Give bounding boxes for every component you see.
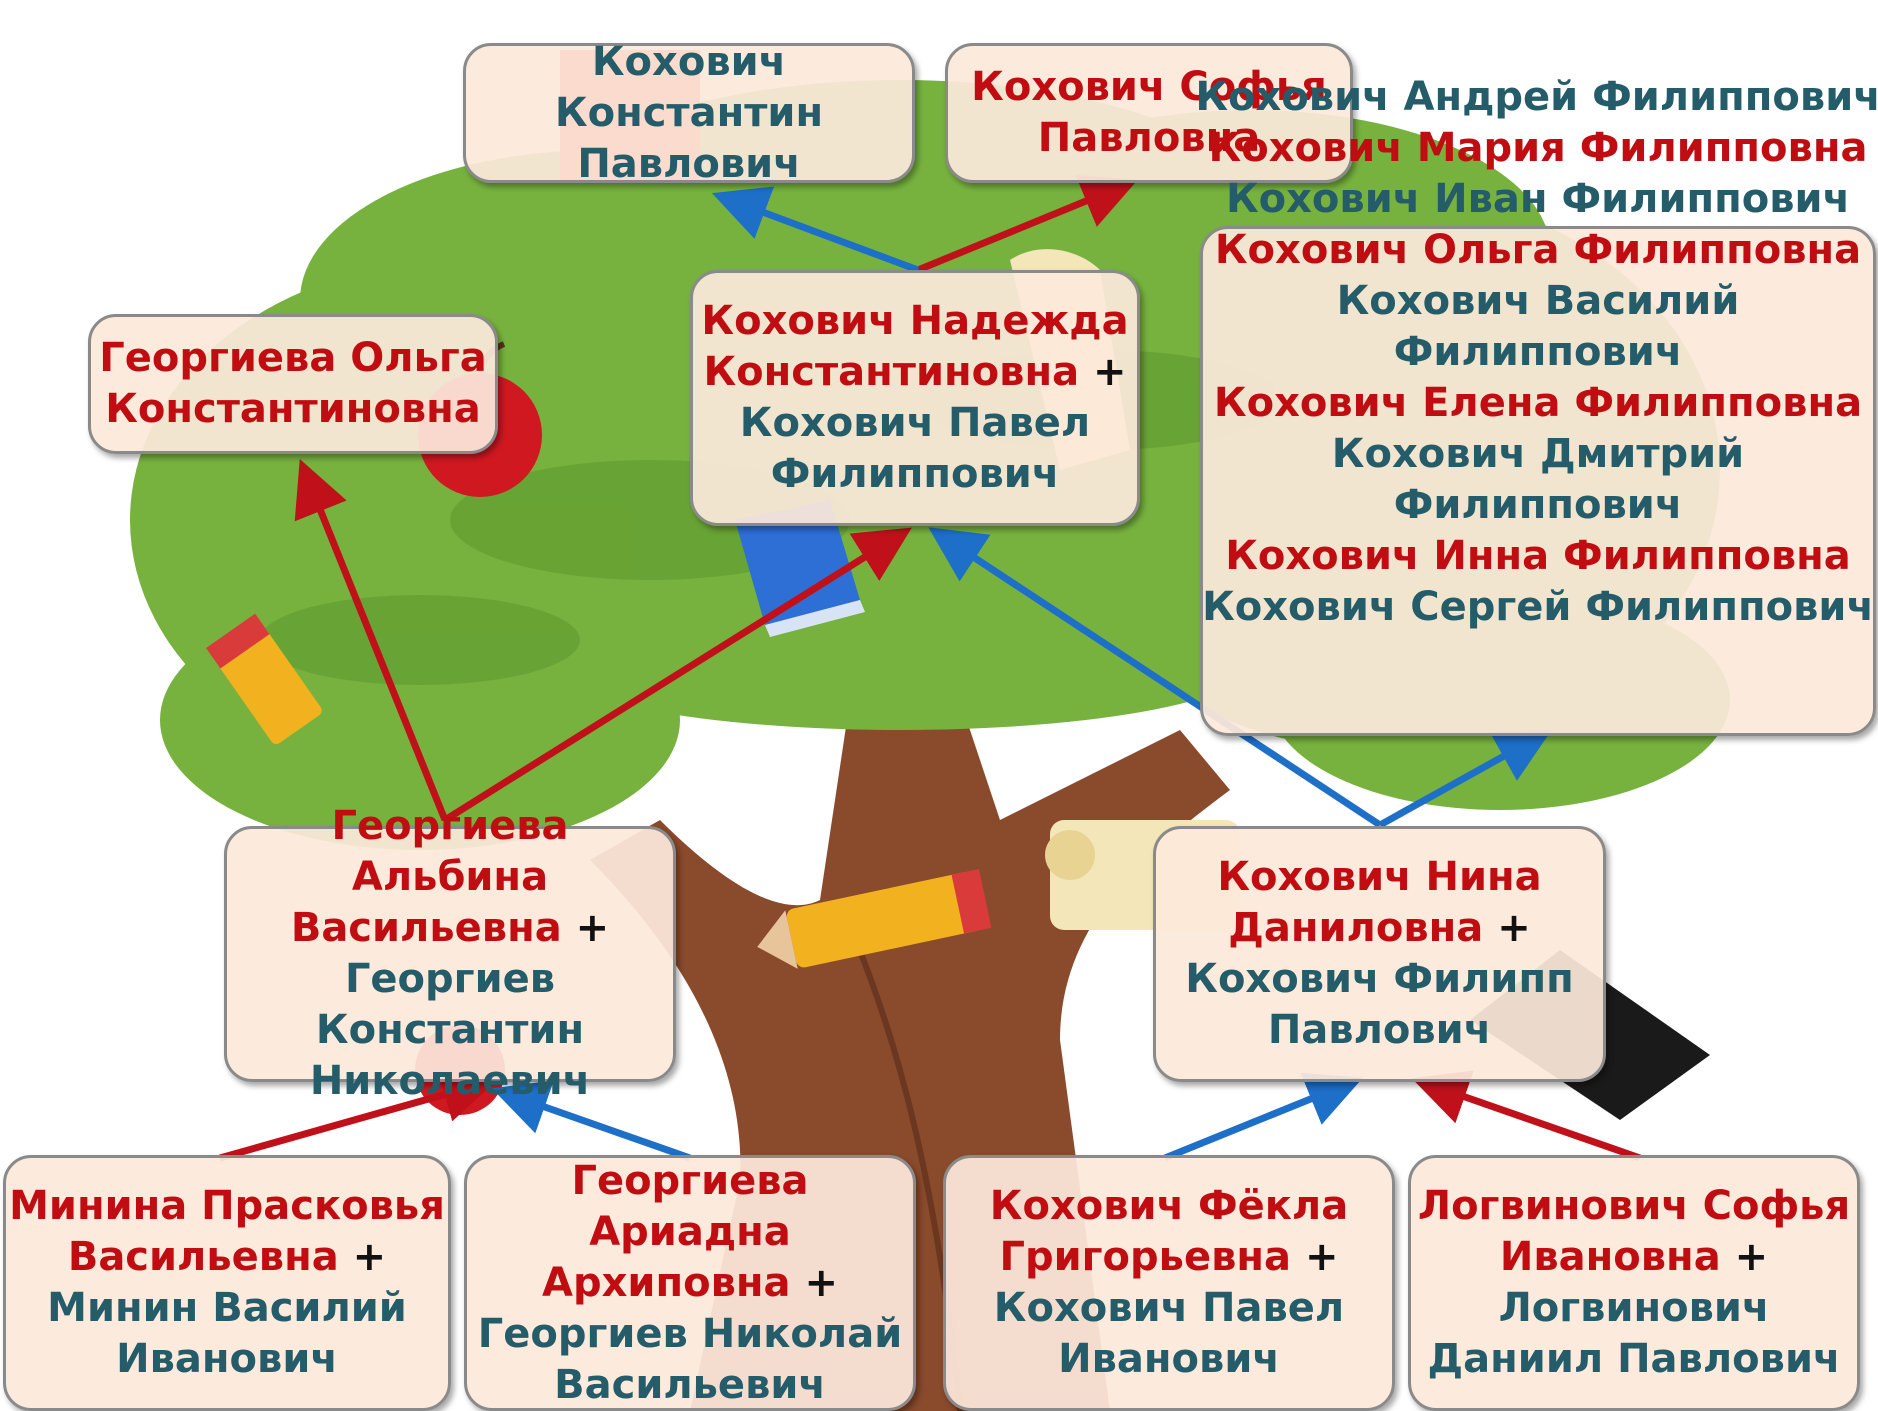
child-son-name: Кохович Константин Павлович xyxy=(554,38,824,187)
arrow-albina-to-nadezhda xyxy=(443,527,912,823)
sibling-name: Кохович Мария Филипповна xyxy=(1208,125,1868,171)
pencil-icon xyxy=(206,613,322,745)
arrow-nadezhda-to-sofya xyxy=(916,175,1138,274)
parents-couple-label: Кохович Надежда Константиновна + Кохович… xyxy=(693,296,1137,500)
minin-couple-label: Минина Прасковья Васильевна + Минин Васи… xyxy=(6,1181,448,1385)
book-icon xyxy=(735,500,865,637)
georgievy-couple-label: Георгиева Альбина Васильевна + Георгиев … xyxy=(227,801,673,1107)
great-grandfather-name: Кохович Павел Иванович xyxy=(993,1285,1345,1382)
siblings-list: Кохович Андрей Филиппович Кохович Мария … xyxy=(1195,72,1878,633)
kokhovichi-couple-label: Кохович Нина Даниловна + Кохович Филипп … xyxy=(1156,852,1603,1056)
couple-box-logvinovich[interactable]: Логвинович Софья Ивановна + Логвинович Д… xyxy=(1408,1155,1860,1411)
arrow-fekla-to-nina xyxy=(1411,1070,1642,1162)
great-grandfather-name: Логвинович Даниил Павлович xyxy=(1427,1285,1841,1382)
georgiev-elder-couple-label: Георгиева Ариадна Архиповна + Георгиев Н… xyxy=(467,1156,913,1411)
logvinovich-couple-label: Логвинович Софья Ивановна + Логвинович Д… xyxy=(1411,1181,1857,1385)
kokhovich-elder-couple-label: Кохович Фёкла Григорьевна + Кохович Паве… xyxy=(946,1181,1392,1385)
father-arrows xyxy=(491,186,1553,1162)
couple-plus-sign: + xyxy=(575,905,610,951)
grandmother-name: Кохович Нина Даниловна xyxy=(1217,854,1542,951)
grandfather-name: Кохович Филипп Павлович xyxy=(1185,956,1574,1053)
couple-plus-sign: + xyxy=(1734,1234,1769,1280)
aunt-name: Георгиева Ольга Константиновна xyxy=(99,335,487,432)
couple-plus-sign: + xyxy=(1304,1234,1339,1280)
great-grandmother-name: Минина Прасковья Васильевна xyxy=(9,1183,445,1280)
sibling-name: Кохович Андрей Филиппович xyxy=(1195,74,1878,120)
great-grandmother-name: Георгиева Ариадна Архиповна xyxy=(542,1157,809,1306)
arrow-nina-to-nadezhda xyxy=(928,527,1382,828)
sibling-name: Кохович Василий Филиппович xyxy=(1336,278,1740,375)
sibling-name: Кохович Елена Филипповна xyxy=(1213,380,1863,426)
great-grandmother-name: Логвинович Софья Ивановна xyxy=(1417,1183,1851,1280)
couple-box-georgiev-elder[interactable]: Георгиева Ариадна Архиповна + Георгиев Н… xyxy=(464,1155,916,1411)
arrow-kokhovich-pavel-to-nina xyxy=(1163,1072,1363,1162)
couple-box-parents[interactable]: Кохович Надежда Константиновна + Кохович… xyxy=(690,270,1140,526)
arrow-nadezhda-to-konstantin xyxy=(711,186,920,274)
mother-name: Кохович Надежда Константиновна xyxy=(701,298,1129,395)
grandmother-name: Георгиева Альбина Васильевна xyxy=(290,803,569,951)
father-name: Кохович Павел Филиппович xyxy=(739,400,1091,497)
sibling-name: Кохович Дмитрий Филиппович xyxy=(1331,431,1745,528)
grandfather-name: Георгиев Константин Николаевич xyxy=(309,956,591,1104)
child-daughter-name: Кохович Софья Павловна xyxy=(971,64,1327,161)
couple-box-minin[interactable]: Минина Прасковья Васильевна + Минин Васи… xyxy=(3,1155,451,1411)
sibling-name: Кохович Сергей Филиппович xyxy=(1202,584,1874,630)
couple-plus-sign: + xyxy=(1497,905,1531,951)
couple-box-kokhovichi[interactable]: Кохович Нина Даниловна + Кохович Филипп … xyxy=(1153,826,1606,1082)
couple-plus-sign: + xyxy=(804,1259,838,1306)
person-box-olga-georgieva[interactable]: Георгиева Ольга Константиновна xyxy=(88,314,498,454)
arrow-nina-to-uncles xyxy=(1378,729,1553,829)
mother-arrows xyxy=(219,175,1642,1162)
pencil-icon xyxy=(757,869,992,969)
great-grandfather-name: Георгиев Николай Васильевич xyxy=(477,1310,903,1408)
sibling-name: Кохович Иван Филиппович xyxy=(1225,176,1851,222)
sibling-name: Кохович Ольга Филипповна xyxy=(1214,227,1862,273)
siblings-box[interactable] xyxy=(1200,226,1876,736)
person-box-konstantin[interactable]: Кохович Константин Павлович xyxy=(463,39,915,187)
arrow-albina-to-olga xyxy=(294,459,449,822)
sibling-name: Кохович Инна Филипповна xyxy=(1225,533,1851,579)
couple-box-kokhovich-elder[interactable]: Кохович Фёкла Григорьевна + Кохович Паве… xyxy=(943,1155,1395,1411)
great-grandfather-name: Минин Василий Иванович xyxy=(47,1285,407,1382)
person-box-sofya[interactable]: Кохович Софья Павловна xyxy=(945,43,1353,183)
arrow-ariadna-to-albina xyxy=(491,1080,692,1162)
couple-plus-sign: + xyxy=(1093,349,1127,395)
arrow-minina-to-albina xyxy=(219,1067,499,1162)
couple-plus-sign: + xyxy=(352,1234,387,1280)
great-grandmother-name: Кохович Фёкла Григорьевна xyxy=(989,1183,1349,1280)
couple-box-georgievy[interactable]: Георгиева Альбина Васильевна + Георгиев … xyxy=(224,803,676,1104)
